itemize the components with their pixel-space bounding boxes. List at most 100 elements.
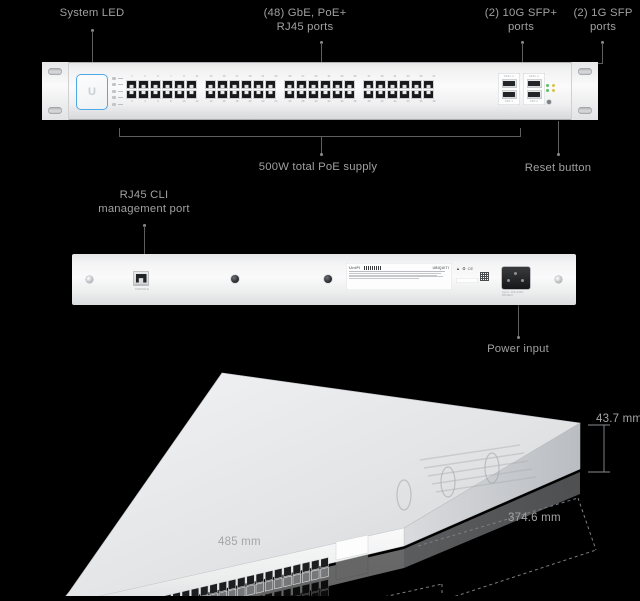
serial-sticker xyxy=(456,278,478,283)
rj45-port[interactable] xyxy=(375,90,386,99)
port-number: 23 xyxy=(270,75,282,79)
sfp-1g-port-2[interactable] xyxy=(527,90,542,99)
rj45-row-odd[interactable] xyxy=(363,80,440,89)
port-number: 13 xyxy=(205,75,217,79)
sfp-1g-port-1[interactable] xyxy=(527,79,542,88)
rj45-row-even[interactable] xyxy=(284,90,361,99)
rj45-port[interactable] xyxy=(138,90,149,99)
rj45-port[interactable] xyxy=(363,90,374,99)
rj45-port[interactable] xyxy=(162,90,173,99)
rj45-port[interactable] xyxy=(186,80,197,89)
iso-rj45-port xyxy=(191,588,199,596)
rj45-row-even[interactable] xyxy=(363,90,440,99)
rj45-console-port[interactable] xyxy=(133,271,149,286)
rj45-port[interactable] xyxy=(387,80,398,89)
rj45-port[interactable] xyxy=(229,90,240,99)
rj45-port[interactable] xyxy=(229,80,240,89)
certification-marks: ▲ ♻ CE xyxy=(456,266,473,271)
rj45-port[interactable] xyxy=(308,80,319,89)
rj45-port[interactable] xyxy=(138,80,149,89)
rj45-port[interactable] xyxy=(387,90,398,99)
iso-rj45-port xyxy=(321,579,329,590)
rj45-port[interactable] xyxy=(308,90,319,99)
rj45-port[interactable] xyxy=(126,90,137,99)
iso-rj45-port xyxy=(293,564,301,575)
rj45-port[interactable] xyxy=(253,90,264,99)
rj45-port[interactable] xyxy=(284,80,295,89)
rj45-port[interactable] xyxy=(253,80,264,89)
rj45-port[interactable] xyxy=(265,80,276,89)
callout-poe-supply: 500W total PoE supply xyxy=(238,160,398,174)
port-number: 4 xyxy=(139,100,151,104)
label-brand-row: UniFi UBIQUITI xyxy=(349,265,449,270)
leader-line-system-led xyxy=(92,31,93,63)
rj45-port[interactable] xyxy=(411,80,422,89)
leader-dot-poe-supply xyxy=(320,153,323,156)
rj45-port[interactable] xyxy=(217,80,228,89)
rj45-port[interactable] xyxy=(174,80,185,89)
rj45-port[interactable] xyxy=(241,80,252,89)
rj45-port[interactable] xyxy=(320,80,331,89)
rj45-port[interactable] xyxy=(344,90,355,99)
sfp-plus-port-2[interactable] xyxy=(502,90,517,99)
sfp-cage-group[interactable]: SFP+ 1 SFP 1 SFP+ 2 SFP 2 xyxy=(498,73,545,105)
sfp-plus-cage-column[interactable]: SFP+ 1 SFP 1 xyxy=(498,73,520,105)
rj45-port[interactable] xyxy=(126,80,137,89)
dimension-height: 43.7 mm xyxy=(596,413,640,425)
iso-rj45-port xyxy=(275,568,283,579)
port-number: 24 xyxy=(270,100,282,104)
rj45-port[interactable] xyxy=(344,80,355,89)
rj45-row-odd[interactable] xyxy=(126,80,203,89)
port-number: 33 xyxy=(336,75,348,79)
rj45-port[interactable] xyxy=(186,90,197,99)
rj45-port[interactable] xyxy=(150,90,161,99)
rj45-port[interactable] xyxy=(296,90,307,99)
rj45-port[interactable] xyxy=(162,80,173,89)
rj45-port[interactable] xyxy=(205,90,216,99)
leader-line-poe-supply xyxy=(321,136,322,154)
rj45-port[interactable] xyxy=(265,90,276,99)
sfp-port-label: SFP+ 2 xyxy=(529,75,539,78)
rj45-port[interactable] xyxy=(363,80,374,89)
rj45-row-even[interactable] xyxy=(205,90,282,99)
callout-reset-button: Reset button xyxy=(508,161,608,175)
rj45-port[interactable] xyxy=(150,80,161,89)
rj45-port[interactable] xyxy=(375,80,386,89)
rj45-port[interactable] xyxy=(241,90,252,99)
dimension-depth: 374.6 mm xyxy=(508,512,561,524)
rj45-port[interactable] xyxy=(217,90,228,99)
power-input-connector[interactable] xyxy=(502,267,530,289)
rj45-port[interactable] xyxy=(174,90,185,99)
iso-chassis xyxy=(60,373,580,596)
rj45-port[interactable] xyxy=(399,90,410,99)
rj45-port[interactable] xyxy=(205,80,216,89)
iso-rj45-port xyxy=(284,566,292,577)
reset-button[interactable] xyxy=(547,100,551,104)
port-number: 43 xyxy=(402,75,414,79)
sfp-port-label: SFP 1 xyxy=(505,100,513,103)
rj45-row-odd[interactable] xyxy=(205,80,282,89)
rj45-port[interactable] xyxy=(332,80,343,89)
rj45-port[interactable] xyxy=(411,90,422,99)
port-number: 32 xyxy=(323,100,335,104)
port-number: 38 xyxy=(363,100,375,104)
recycle-icon: ♻ xyxy=(462,266,466,271)
rj45-port[interactable] xyxy=(399,80,410,89)
rj45-port[interactable] xyxy=(284,90,295,99)
rj45-port[interactable] xyxy=(423,80,434,89)
rj45-port[interactable] xyxy=(332,90,343,99)
rj45-port[interactable] xyxy=(296,80,307,89)
rj45-port[interactable] xyxy=(320,90,331,99)
sfp-plus-port-1[interactable] xyxy=(502,79,517,88)
rj45-port[interactable] xyxy=(423,90,434,99)
rj45-row-even[interactable] xyxy=(126,90,203,99)
sfp-1g-cage-column[interactable]: SFP+ 2 SFP 2 xyxy=(523,73,545,105)
rj45-row-odd[interactable] xyxy=(284,80,361,89)
